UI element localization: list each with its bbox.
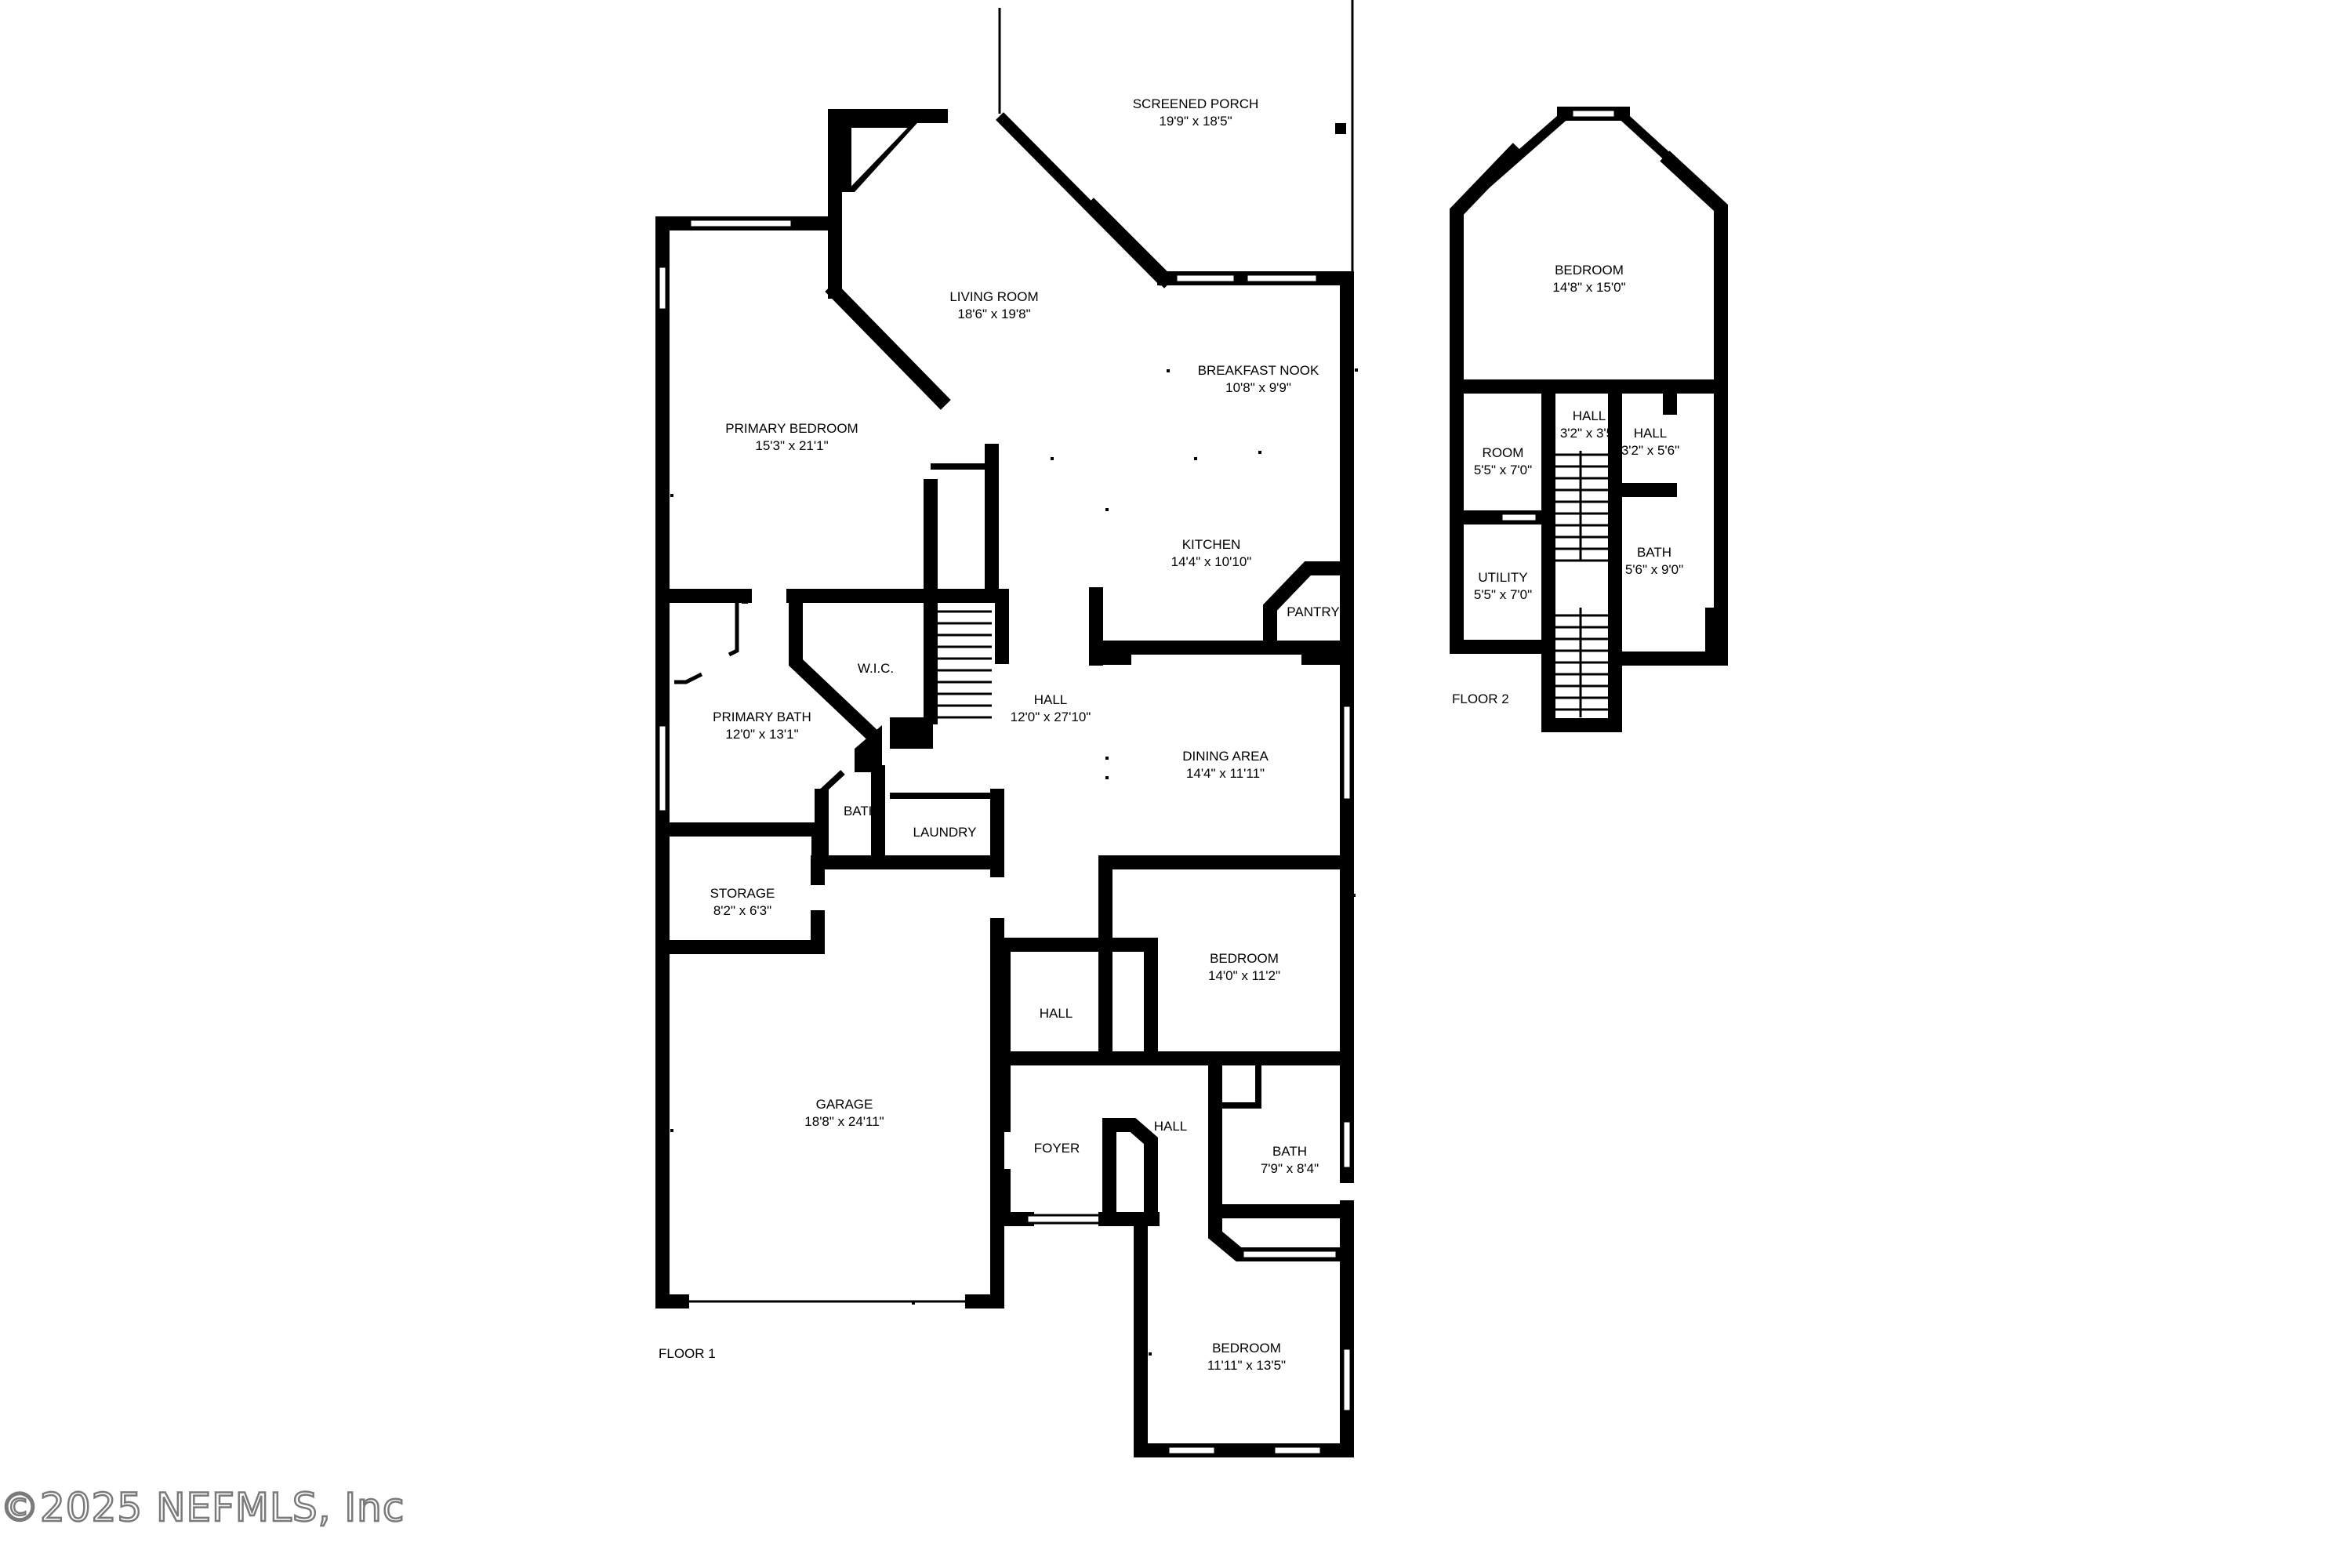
- room-dims-hall-up-2: 3'2" x 5'6": [1621, 443, 1679, 458]
- room-name-pantry: PANTRY: [1287, 604, 1339, 619]
- room-dims-living-room: 18'6" x 19'8": [957, 307, 1030, 321]
- room-name-screened-porch: SCREENED PORCH: [1133, 96, 1259, 111]
- stairs-floor-2: [1554, 451, 1610, 717]
- floor-1-label: FLOOR 1: [659, 1346, 716, 1361]
- stairs-floor-1: [937, 598, 992, 719]
- room-name-garage: GARAGE: [816, 1097, 873, 1112]
- room-dims-bedroom-3: 11'11" x 13'5": [1207, 1358, 1286, 1373]
- room-name-room-up: ROOM: [1483, 445, 1524, 460]
- floor-2-walls: [1450, 107, 1728, 732]
- room-name-bedroom-2: BEDROOM: [1210, 951, 1279, 966]
- copyright-watermark: ©2025 NEFMLS, Inc: [0, 1485, 405, 1530]
- room-name-bedroom-up: BEDROOM: [1555, 263, 1624, 278]
- room-name-primary-bedroom: PRIMARY BEDROOM: [725, 421, 858, 436]
- room-name-breakfast-nook: BREAKFAST NOOK: [1198, 363, 1319, 378]
- room-name-hall-foyer: HALL: [1154, 1119, 1188, 1134]
- room-name-laundry: LAUNDRY: [913, 825, 977, 840]
- floor-2-label: FLOOR 2: [1452, 691, 1509, 706]
- room-dims-garage: 18'8" x 24'11": [804, 1114, 884, 1129]
- door-markers: [670, 368, 1358, 1356]
- room-dims-hall-main: 12'0" x 27'10": [1011, 710, 1091, 724]
- room-dims-bath-up: 5'6" x 9'0": [1625, 562, 1683, 577]
- room-dims-dining-area: 14'4" x 11'11": [1186, 766, 1265, 781]
- floor-1-walls: [655, 0, 1354, 1457]
- room-dims-screened-porch: 19'9" x 18'5": [1159, 114, 1232, 129]
- room-name-dining-area: DINING AREA: [1182, 749, 1269, 764]
- room-name-hall-lower: HALL: [1040, 1006, 1073, 1021]
- room-dims-room-up: 5'5" x 7'0": [1474, 463, 1532, 477]
- room-dims-breakfast-nook: 10'8" x 9'9": [1225, 380, 1291, 395]
- room-name-bath-up: BATH: [1637, 545, 1671, 560]
- room-name-living-room: LIVING ROOM: [949, 289, 1038, 304]
- room-dims-bedroom-up: 14'8" x 15'0": [1552, 280, 1625, 295]
- room-name-bedroom-3: BEDROOM: [1212, 1341, 1281, 1356]
- room-dims-hall-up-1: 3'2" x 3'5": [1560, 426, 1618, 441]
- room-dims-storage: 8'2" x 6'3": [713, 903, 771, 918]
- room-name-bath-2: BATH: [1272, 1144, 1307, 1159]
- room-name-bath-small: BATH: [844, 804, 878, 818]
- room-name-hall-up-2: HALL: [1634, 426, 1668, 441]
- room-dims-utility-up: 5'5" x 7'0": [1474, 587, 1532, 602]
- room-dims-kitchen: 14'4" x 10'10": [1171, 554, 1252, 569]
- room-dims-bedroom-2: 14'0" x 11'2": [1208, 968, 1280, 983]
- room-name-utility-up: UTILITY: [1478, 570, 1527, 585]
- room-name-hall-up-1: HALL: [1573, 408, 1606, 423]
- room-name-kitchen: KITCHEN: [1182, 537, 1241, 552]
- room-name-foyer: FOYER: [1034, 1141, 1080, 1156]
- room-dims-primary-bath: 12'0" x 13'1": [725, 727, 798, 742]
- room-dims-bath-2: 7'9" x 8'4": [1261, 1161, 1319, 1176]
- room-name-primary-bath: PRIMARY BATH: [713, 710, 811, 724]
- room-dims-primary-bedroom: 15'3" x 21'1": [755, 438, 828, 453]
- room-labels: SCREENED PORCH 19'9" x 18'5" LIVING ROOM…: [710, 96, 1684, 1373]
- room-name-storage: STORAGE: [710, 886, 775, 901]
- room-name-wic: W.I.C.: [858, 661, 894, 676]
- room-name-hall-main: HALL: [1034, 692, 1068, 707]
